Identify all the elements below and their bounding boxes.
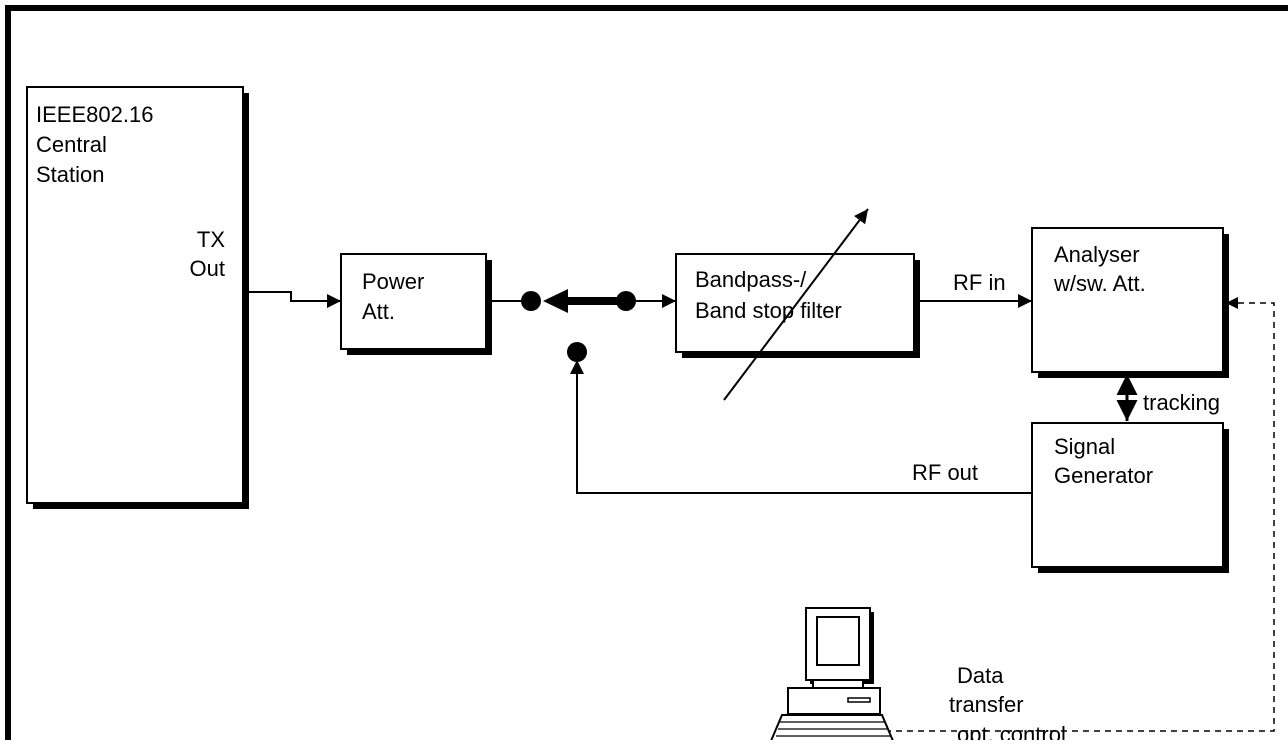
rf-out-return-connector	[570, 360, 1032, 494]
switch-contact-left	[521, 291, 541, 311]
computer-icon	[768, 607, 896, 745]
tx-out-label-line1: TX	[197, 227, 225, 252]
signal-generator-label-line2: Generator	[1054, 463, 1153, 488]
analyser-label-line1: Analyser	[1054, 242, 1140, 267]
central-station-title-line1: IEEE802.16	[36, 102, 153, 127]
tracking-label: tracking	[1143, 390, 1220, 415]
filter-label-line1: Bandpass-/	[695, 267, 807, 292]
central-station-title-line2: Central	[36, 132, 107, 157]
power-att-label-line2: Att.	[362, 299, 395, 324]
central-station-block: IEEE802.16 Central Station TX Out	[26, 86, 249, 509]
signal-generator-label-line1: Signal	[1054, 434, 1115, 459]
switch-contact-bottom	[567, 342, 587, 362]
power-att-label-line1: Power	[362, 269, 424, 294]
central-station-title-line3: Station	[36, 162, 105, 187]
power-att-block: Power Att.	[340, 253, 492, 355]
analyser-label-line2: w/sw. Att.	[1053, 271, 1146, 296]
signal-generator-block: Signal Generator	[1031, 422, 1229, 573]
filter-block: Bandpass-/ Band stop filter	[675, 253, 920, 358]
tx-to-power-att-connector	[243, 291, 341, 308]
analyser-block: Analyser w/sw. Att.	[1031, 227, 1229, 378]
data-arrowhead-analyser	[1226, 297, 1238, 309]
data-transfer-label-line3: opt. control	[957, 722, 1066, 740]
rf-out-label: RF out	[912, 460, 978, 485]
tunable-filter-arrow	[723, 208, 869, 401]
data-transfer-label-line2: transfer	[949, 692, 1024, 717]
tx-out-label-line2: Out	[190, 256, 225, 281]
rf-in-label: RF in	[953, 270, 1006, 295]
filter-label-line2: Band stop filter	[695, 298, 842, 323]
switch-contact-right	[616, 291, 636, 311]
outer-frame	[5, 5, 1288, 745]
switch-arrowhead	[543, 289, 568, 313]
data-transfer-label-line1: Data	[957, 663, 1004, 688]
